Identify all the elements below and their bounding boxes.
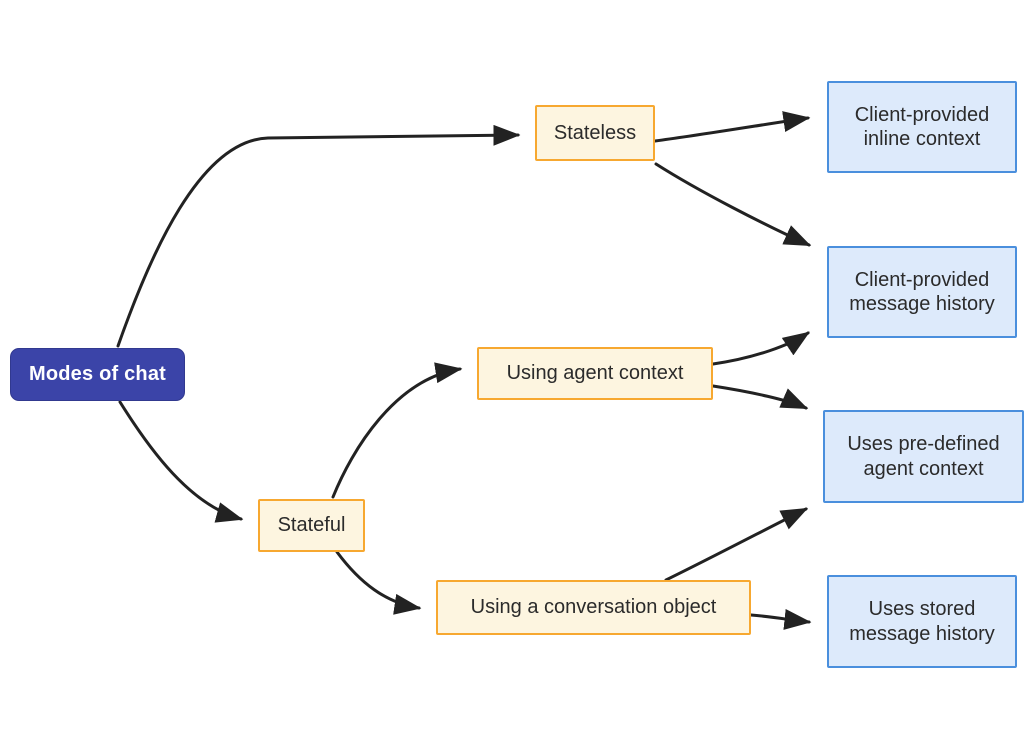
node-root[interactable]: Modes of chat <box>10 348 185 401</box>
node-label-agent-context: Using agent context <box>506 362 684 385</box>
node-predefined-agent-context[interactable]: Uses pre-defined agent context <box>823 410 1024 503</box>
edge-conversation-object-to-predefined-agent-context <box>664 507 809 582</box>
node-label-root: Modes of chat <box>28 363 167 386</box>
node-stored-message-history[interactable]: Uses stored message history <box>827 575 1017 668</box>
node-stateful[interactable]: Stateful <box>258 499 365 552</box>
node-label-inline-context: Client-provided inline context <box>854 103 990 150</box>
node-label-predefined-agent-context: Uses pre-defined agent context <box>847 433 1000 480</box>
edge-stateful-to-conversation-object <box>335 550 422 615</box>
edge-root-to-stateless <box>116 124 521 348</box>
edge-agent-context-to-predefined-agent-context <box>711 384 809 410</box>
edge-conversation-object-to-stored-message-history <box>749 608 812 630</box>
edge-root-to-stateful <box>118 400 244 523</box>
node-conversation-object[interactable]: Using a conversation object <box>436 580 751 635</box>
node-inline-context[interactable]: Client-provided inline context <box>827 81 1017 173</box>
edge-stateful-to-agent-context <box>331 362 463 499</box>
node-label-stateful: Stateful <box>277 514 346 537</box>
node-label-conversation-object: Using a conversation object <box>470 596 717 619</box>
node-stateless[interactable]: Stateless <box>535 105 655 161</box>
node-label-stateless: Stateless <box>553 121 637 144</box>
edge-agent-context-to-message-history <box>711 331 810 366</box>
edge-stateless-to-inline-context <box>653 111 811 143</box>
node-label-message-history: Client-provided message history <box>849 268 995 315</box>
node-message-history[interactable]: Client-provided message history <box>827 246 1017 338</box>
node-label-stored-message-history: Uses stored message history <box>849 598 995 645</box>
node-agent-context[interactable]: Using agent context <box>477 347 713 400</box>
edge-stateless-to-message-history <box>654 162 812 247</box>
